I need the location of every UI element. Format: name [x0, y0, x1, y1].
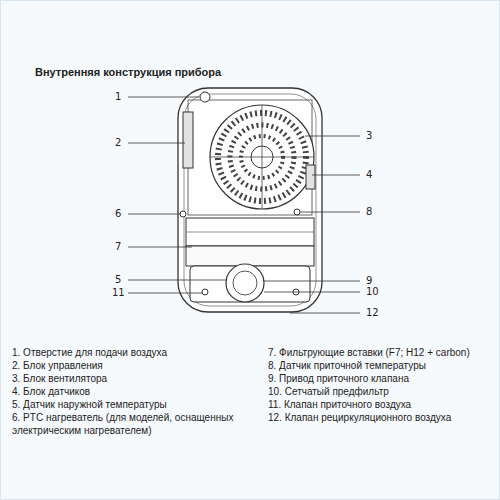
legend-item: 3. Блок вентилятора: [12, 372, 260, 385]
legend-item: 8. Датчик приточной температуры: [268, 359, 494, 372]
sensor-dot: [180, 211, 186, 217]
leader-line: [264, 292, 360, 293]
legend-item: 10. Сетчатый предфильтр: [268, 385, 494, 398]
valve-dot: [202, 289, 208, 295]
callout-number: 2: [113, 136, 123, 150]
legend-item: 6. PTC нагреватель (для моделей, оснащен…: [12, 411, 260, 437]
leader-line: [128, 97, 199, 98]
leader-line: [128, 214, 180, 215]
callout-number: 5: [113, 273, 123, 287]
filter-band: [186, 246, 314, 266]
leader-line: [300, 212, 360, 213]
callout-number: 7: [113, 240, 123, 254]
leader-line: [128, 293, 202, 294]
sensor-unit: [306, 165, 315, 189]
heater-line: [186, 232, 314, 233]
control-unit: [183, 112, 193, 168]
housing-inner: [184, 94, 316, 306]
fan-housing: [210, 105, 314, 209]
legend-item: 1. Отверстие для подачи воздуха: [12, 346, 260, 359]
legend-item: 7. Фильтрующие вставки (F7; H12 + carbon…: [268, 346, 494, 359]
callout-number: 8: [364, 205, 374, 219]
callout-number: 6: [113, 207, 123, 221]
heater-band: [186, 218, 314, 246]
housing-outline: [178, 88, 322, 312]
legend-item: 5. Датчик наружной температуры: [12, 398, 260, 411]
callout-number: 4: [364, 168, 374, 182]
callout-number: 10: [364, 285, 381, 299]
leader-line: [128, 247, 192, 248]
leader-line: [128, 143, 185, 144]
leader-line: [128, 280, 226, 281]
legend-item: 11. Клапан приточного воздуха: [268, 398, 494, 411]
leader-line: [264, 281, 360, 282]
legend-item: 12. Клапан рециркуляционного воздуха: [268, 411, 494, 424]
callout-number: 12: [364, 306, 381, 320]
leader-line: [290, 313, 360, 314]
leader-line: [305, 136, 360, 137]
callout-number: 3: [364, 129, 374, 143]
air-inlet: [200, 92, 210, 102]
fan-spoke: [210, 157, 314, 158]
leader-lines: [128, 97, 360, 313]
callout-number: 11: [110, 286, 127, 300]
valve-drive: [226, 264, 264, 302]
callout-number: 1: [113, 90, 123, 104]
legend-item: 9. Привод приточного клапана: [268, 372, 494, 385]
legend-item: 2. Блок управления: [12, 359, 260, 372]
diagram-title: Внутренняя конструкция прибора: [35, 66, 221, 78]
leader-line: [312, 175, 360, 176]
legend-item: 4. Блок датчиков: [12, 385, 260, 398]
sensor-dot: [294, 209, 300, 215]
valve-drive-inner: [233, 271, 257, 295]
